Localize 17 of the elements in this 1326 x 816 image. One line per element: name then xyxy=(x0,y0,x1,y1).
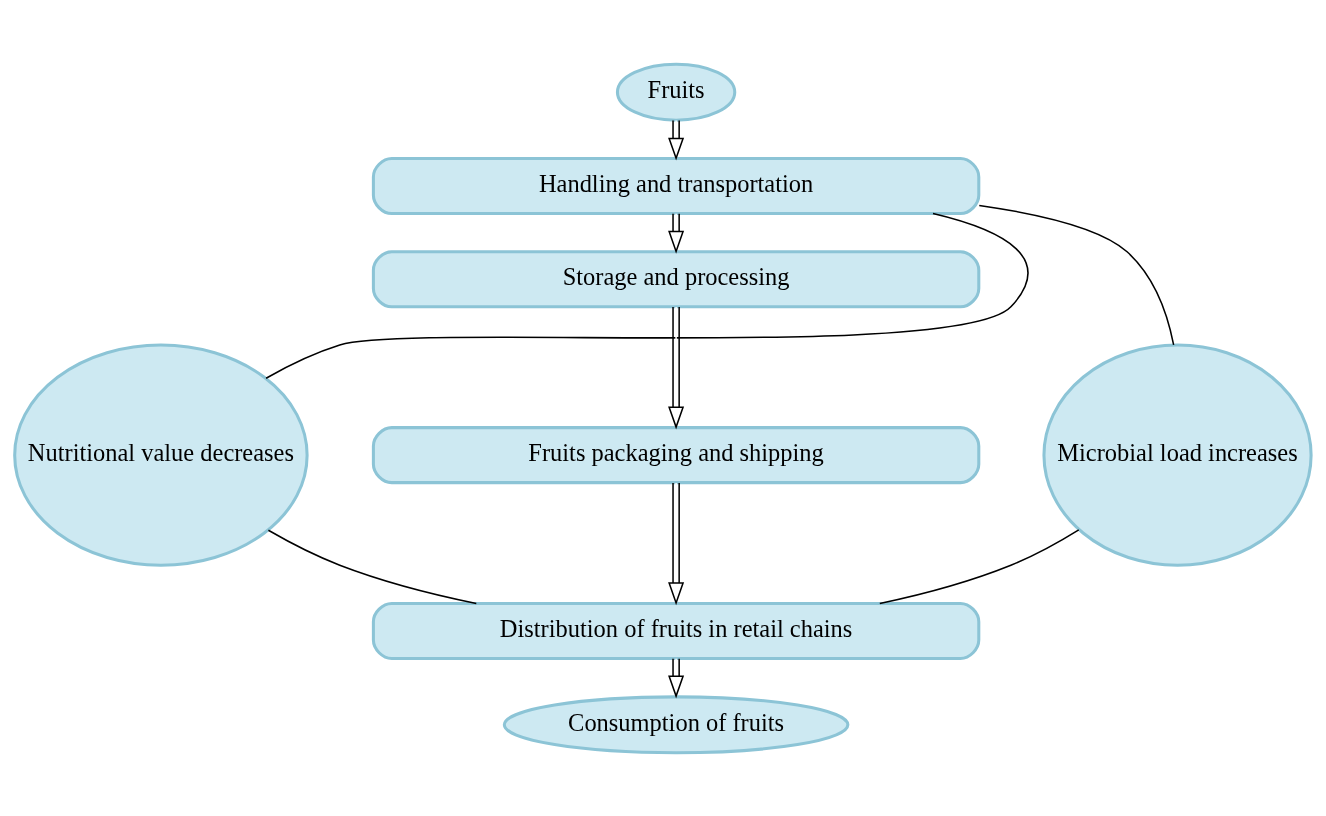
connector xyxy=(978,204,1175,346)
node-ellipse: Nutritional value decreases xyxy=(13,343,309,567)
arrow xyxy=(668,657,685,698)
node-box: Handling and transportation xyxy=(371,156,981,215)
connector xyxy=(879,528,1080,604)
arrow xyxy=(668,481,685,605)
connector xyxy=(265,212,1029,379)
connector xyxy=(267,529,478,604)
node-box: Storage and processing xyxy=(371,249,981,308)
arrow xyxy=(668,305,685,429)
node-ellipse: Fruits xyxy=(615,62,737,122)
node-box: Distribution of fruits in retail chains xyxy=(371,601,981,660)
arrow xyxy=(668,212,685,254)
arrow xyxy=(668,119,685,161)
node-ellipse: Consumption of fruits xyxy=(502,694,850,754)
node-box: Fruits packaging and shipping xyxy=(371,425,981,484)
node-ellipse: Microbial load increases xyxy=(1042,343,1313,567)
